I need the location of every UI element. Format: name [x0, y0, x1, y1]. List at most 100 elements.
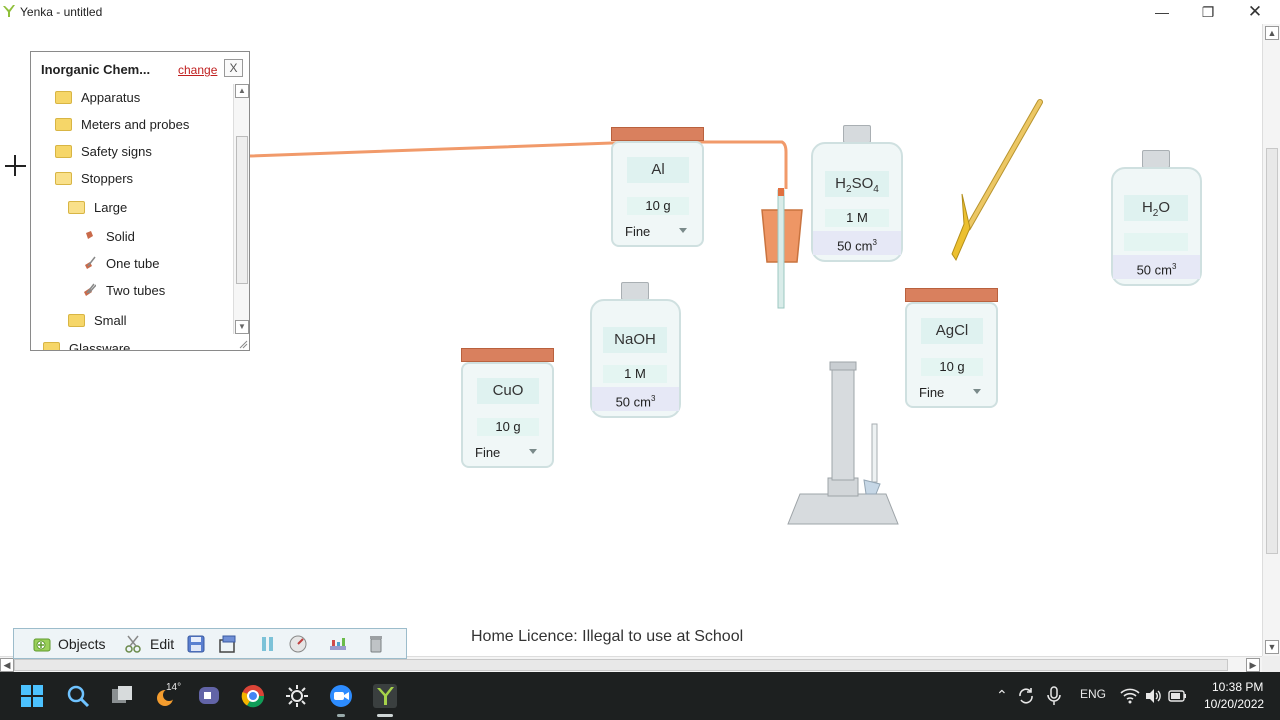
tree-item-safety-signs[interactable]: Safety signs: [55, 139, 152, 163]
tree-item-apparatus[interactable]: Apparatus: [55, 85, 140, 109]
volume-field[interactable]: 50 cm3: [1113, 255, 1200, 279]
bottle-cap: [621, 282, 649, 300]
change-library-link[interactable]: change: [178, 63, 218, 77]
input-language[interactable]: ENG: [1080, 687, 1107, 701]
microphone-icon[interactable]: [1046, 686, 1062, 706]
tree-item-stoppers[interactable]: Stoppers: [55, 166, 133, 190]
tree-item-label: Solid: [106, 228, 135, 244]
sync-icon[interactable]: [1016, 686, 1036, 706]
amount-field[interactable]: 10 g: [921, 358, 983, 376]
tree-item-large[interactable]: Large: [68, 195, 127, 219]
close-library-button[interactable]: X: [224, 59, 243, 77]
settings-gear-icon[interactable]: [285, 684, 309, 708]
water-bottle[interactable]: H2O 50 cm3: [1111, 150, 1202, 286]
spatula[interactable]: [951, 99, 1043, 262]
objects-button[interactable]: Objects: [32, 633, 105, 655]
library-scroll-thumb[interactable]: [236, 136, 248, 284]
edit-button[interactable]: Edit: [124, 633, 174, 655]
amount-field[interactable]: 10 g: [627, 197, 689, 215]
copper-oxide-jar[interactable]: CuO 10 g Fine: [461, 348, 554, 468]
solid-stopper-icon: [86, 231, 93, 239]
concentration-field[interactable]: [1124, 233, 1188, 251]
canvas-vertical-scrollbar[interactable]: ▲ ▼: [1262, 24, 1280, 656]
task-view-icon[interactable]: [110, 684, 134, 708]
delete-button[interactable]: [366, 633, 392, 655]
wifi-icon[interactable]: [1120, 687, 1140, 705]
bottle-cap: [1142, 150, 1170, 168]
tree-item-glassware[interactable]: Glassware: [43, 336, 130, 350]
yenka-taskbar-icon[interactable]: [373, 684, 397, 708]
tree-item-one-tube-stopper[interactable]: One tube: [82, 251, 160, 275]
save-button[interactable]: [186, 633, 212, 655]
small-beaker[interactable]: [761, 188, 803, 309]
concentration-field[interactable]: 1 M: [603, 365, 667, 383]
grain-size-value: Fine: [475, 445, 501, 460]
close-window-button[interactable]: ✕: [1247, 2, 1263, 21]
aluminium-jar[interactable]: Al 10 g Fine: [611, 127, 704, 247]
minimize-button[interactable]: —: [1155, 4, 1169, 20]
library-title: Inorganic Chem...: [41, 62, 151, 77]
apparatus-drawings: [5, 99, 1043, 525]
scroll-up-icon[interactable]: ▲: [1265, 26, 1279, 40]
concentration-field[interactable]: 1 M: [825, 209, 889, 227]
search-icon[interactable]: [66, 684, 90, 708]
scroll-up-icon[interactable]: ▲: [235, 84, 249, 98]
open-folder-icon: [68, 200, 85, 214]
resize-grip-icon[interactable]: [238, 339, 248, 349]
tree-item-label: Small: [94, 312, 127, 328]
amount-field[interactable]: 10 g: [477, 418, 539, 436]
clock-time[interactable]: 10:38 PM: [1212, 680, 1264, 694]
grain-size-select[interactable]: Fine: [919, 384, 985, 402]
clock-date[interactable]: 10/20/2022: [1204, 697, 1265, 711]
windows-start-icon[interactable]: [20, 684, 44, 708]
grain-size-value: Fine: [625, 224, 651, 239]
bottle-label: NaOH: [603, 327, 667, 353]
maximize-button[interactable]: ❐: [1201, 4, 1215, 20]
delivery-tube[interactable]: [249, 140, 788, 189]
scroll-corner: [1262, 656, 1280, 672]
chevron-up-icon[interactable]: ⌃: [996, 687, 1008, 703]
two-tubes-stopper-icon: [84, 283, 96, 296]
bunsen-burner[interactable]: [787, 361, 899, 525]
silver-chloride-jar[interactable]: AgCl 10 g Fine: [905, 288, 998, 408]
open-folder-icon: [55, 171, 72, 185]
yenka-active-indicator: [377, 714, 393, 717]
zoom-running-indicator: [337, 714, 345, 717]
grain-size-value: Fine: [919, 385, 945, 400]
volume-field[interactable]: 50 cm3: [592, 387, 679, 411]
jar-label: CuO: [477, 378, 539, 404]
volume-icon[interactable]: [1144, 687, 1162, 705]
scroll-left-icon[interactable]: ◀: [0, 658, 14, 672]
library-scrollbar[interactable]: ▲ ▼: [233, 84, 249, 334]
library-panel[interactable]: Inorganic Chem... change X Apparatus Met…: [30, 51, 250, 351]
zoom-icon[interactable]: [329, 684, 353, 708]
jar-label: AgCl: [921, 318, 983, 344]
save-icon: [187, 635, 205, 653]
grain-size-select[interactable]: Fine: [475, 444, 541, 462]
scroll-down-icon[interactable]: ▼: [235, 320, 249, 334]
save-as-button[interactable]: [218, 633, 244, 655]
teams-chat-icon[interactable]: [197, 684, 221, 708]
canvas-horizontal-scrollbar[interactable]: ◀ ▶: [0, 656, 1262, 672]
scroll-down-icon[interactable]: ▼: [1265, 640, 1279, 654]
scroll-right-icon[interactable]: ▶: [1246, 658, 1260, 672]
grain-size-select[interactable]: Fine: [625, 223, 691, 241]
pause-button[interactable]: [258, 633, 284, 655]
taskbar: 14° ⌃ ENG 10:38 PM 10/20/2022: [0, 672, 1280, 720]
tree-item-meters[interactable]: Meters and probes: [55, 112, 189, 136]
tree-item-two-tubes-stopper[interactable]: Two tubes: [82, 278, 165, 302]
weather-icon[interactable]: [154, 684, 178, 708]
main-toolbar: Objects Edit: [13, 628, 407, 659]
canvas-vscroll-thumb[interactable]: [1266, 148, 1278, 554]
tree-item-small[interactable]: Small: [68, 308, 127, 332]
graph-button[interactable]: [328, 633, 354, 655]
chevron-down-icon: [679, 228, 687, 233]
battery-icon[interactable]: [1168, 689, 1188, 703]
chrome-icon[interactable]: [241, 684, 265, 708]
canvas-hscroll-thumb[interactable]: [14, 659, 1228, 671]
volume-field[interactable]: 50 cm3: [813, 231, 901, 255]
tree-item-solid-stopper[interactable]: Solid: [82, 224, 135, 248]
sulfuric-acid-bottle[interactable]: H2SO4 1 M 50 cm3: [811, 125, 903, 262]
speed-button[interactable]: [288, 633, 314, 655]
sodium-hydroxide-bottle[interactable]: NaOH 1 M 50 cm3: [590, 282, 681, 418]
